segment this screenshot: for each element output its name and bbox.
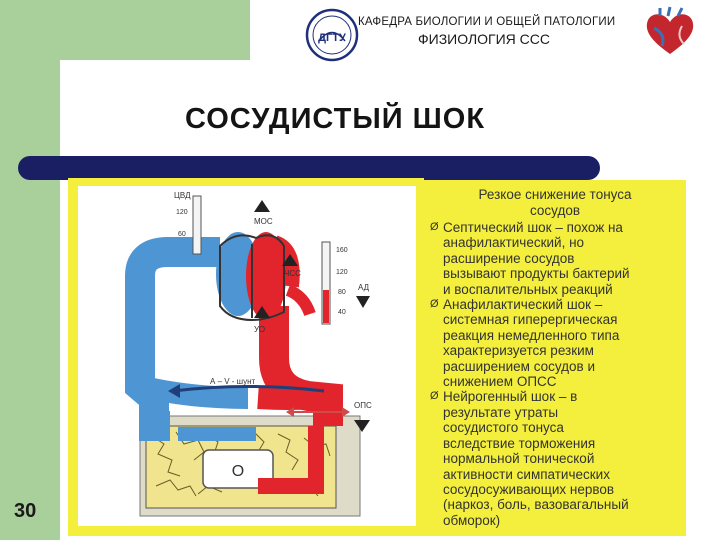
ad-tick: 80 [338,289,346,296]
heart-icon [646,6,694,55]
bullet-line: и воспалительных реакций [443,281,613,297]
mos-arrow-icon [254,200,270,212]
bullet-line: вызывают продукты бактерий [443,266,630,282]
uo-arrow-icon [254,306,270,318]
text-bullets: Ø Септический шок – похож на анафилактич… [430,220,686,528]
bullet-line: нормальной тонической [443,451,595,467]
title-rule [18,156,600,180]
ad-label: АД [358,283,370,292]
bullet-arrow-icon: Ø [430,221,439,233]
bullet-line: расширение сосудов [443,250,575,266]
ad-tick: 160 [336,247,348,254]
left-green-strip [0,0,60,540]
chss-arrow-icon [282,254,298,266]
text-heading: Резкое снижение тонуса сосудов [424,187,686,218]
bullet-arrow-icon: Ø [430,390,439,403]
ops-label: ОПС [354,401,372,410]
ops-arrow-icon [354,420,370,432]
heading-line: сосудов [529,202,581,218]
bullet-neurogenic-shock: Ø Нейрогенный шок – в результате утраты … [430,389,686,528]
organ-box [202,449,274,489]
bullet-line: Септический шок – похож на [443,220,623,235]
text-panel: Резкое снижение тонуса сосудов Ø Септиче… [424,180,686,536]
bullet-line: активности симпатических [443,466,610,482]
ad-gauge [321,241,331,325]
ad-gauge-level [323,290,329,323]
course-topic: ФИЗИОЛОГИЯ ССС [418,31,551,47]
ad-tick: 40 [338,309,346,316]
bullet-line: (наркоз, боль, вазовагальный [443,497,629,513]
slide-title: СОСУДИСТЫЙ ШОК [185,103,486,135]
bullet-line: системная гиперергическая [443,312,618,328]
ad-tick: 120 [336,269,348,276]
shunt-arrow [172,385,325,393]
bullet-arrow-icon: Ø [430,298,439,311]
bullet-line: результате утраты [443,404,559,420]
organ-label: О [232,463,244,480]
bullet-line: сосудосуживающих нервов [443,481,615,497]
slide-number: 30 [14,500,37,522]
uo-label: УО [254,325,265,334]
mos-label: МОС [254,217,273,226]
bullet-line: анафилактический, но [443,235,585,251]
shunt-label: А – V - шунт [210,377,256,386]
logo-text: ДГТУ [318,32,346,44]
arterial-circuit [246,232,343,494]
bullet-line: реакция немедленного типа [443,327,620,343]
shunt-arrow-head [168,384,180,398]
ad-arrow-icon [356,296,370,308]
bullet-septic-shock: Ø Септический шок – похож на анафилактич… [430,220,686,297]
circulation-diagram: О А – V - шунт ЦВД [78,186,416,526]
bullet-line: обморок) [443,512,501,528]
cvd-tick: 120 [176,209,188,216]
heading-line: Резкое снижение тонуса [478,187,632,202]
cvd-tick: 60 [178,231,186,238]
heart-chambers [219,234,285,322]
bullet-line: сосудистого тонуса [443,420,564,436]
bullet-line: вследствие торможения [443,435,596,451]
university-logo-icon: ДГТУ [305,8,359,62]
bullet-anaphylactic-shock: Ø Анафилактический шок – системная гипер… [430,297,686,389]
bullet-line: характеризуется резким [443,343,594,359]
bullet-line: расширением сосудов и [443,358,596,374]
chss-label: ЧСС [284,269,301,278]
venous-circuit [125,232,260,441]
bullet-line: снижением ОПСС [443,374,557,390]
cvd-label: ЦВД [174,191,191,200]
bullet-line: Нейрогенный шок – в [443,389,578,405]
bullet-line: Анафилактический шок – [443,297,603,313]
department-name: КАФЕДРА БИОЛОГИИ И ОБЩЕЙ ПАТОЛОГИИ [358,16,616,28]
cvd-gauge [192,195,202,255]
